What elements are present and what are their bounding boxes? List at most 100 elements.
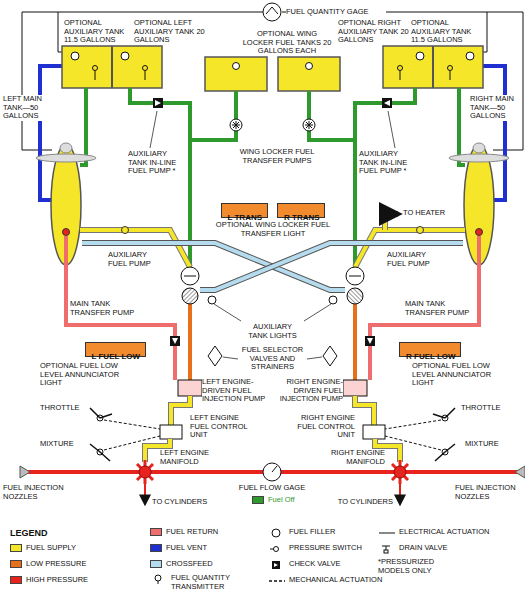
legend-swatch xyxy=(150,528,162,536)
annunciator-light: L FUEL LOW xyxy=(85,342,146,357)
legend-swatch xyxy=(10,544,22,552)
legend-text: MECHANICAL ACTUATION xyxy=(289,576,382,585)
legend-text: CHECK VALVE xyxy=(289,560,340,569)
callout-label: OPTIONAL AUXILIARY TANK 11.5 GALLONS xyxy=(64,19,134,45)
fuel-control-unit xyxy=(160,425,182,439)
legend-swatch xyxy=(10,560,22,568)
check-valve xyxy=(170,336,180,346)
aux-feed-line xyxy=(80,88,86,165)
callout-label: TO HEATER xyxy=(403,209,453,218)
legend-symbol xyxy=(378,528,396,538)
legend-text: HIGH PRESSURE xyxy=(26,576,88,585)
light-text: R FUEL LOW xyxy=(406,352,456,362)
callout-label: RIGHT MAIN TANK—50 GALLONS xyxy=(470,95,522,121)
callout-label: LEFT ENGINE-DRIVEN FUEL INJECTION PUMP xyxy=(202,378,270,404)
legend-entry: FUEL VENT xyxy=(150,544,207,553)
transfer-pump xyxy=(232,121,240,129)
mechanical-line xyxy=(269,580,285,582)
drain-symbol xyxy=(384,550,388,553)
legend-text: ELECTRICAL ACTUATION xyxy=(399,528,489,537)
callout-label: MIXTURE xyxy=(40,440,80,449)
callout-label: THROTTLE xyxy=(40,404,84,413)
legend-text: DRAIN VALVE xyxy=(399,544,448,553)
leader-line xyxy=(223,357,238,359)
quantity-transmitter xyxy=(93,66,98,71)
legend-entry: FUEL QUANTITY TRANSMITTER xyxy=(150,574,261,591)
leader-line xyxy=(150,111,157,148)
legend-text: LOW PRESSURE xyxy=(26,560,86,569)
callout-label: LEFT ENGINE MANIFOLD xyxy=(160,449,230,466)
callout-label: RIGHT ENGINE-DRIVEN FUEL INJECTION PUMP xyxy=(275,378,343,404)
legend-entry: CROSSFEED xyxy=(150,560,213,569)
legend-swatch xyxy=(252,496,264,504)
callout-label: OPTIONAL WING LOCKER FUEL TRANSFER LIGHT xyxy=(206,221,340,238)
low-pressure-line xyxy=(188,304,192,380)
callout-label: FUEL INJECTION NOZZLES xyxy=(3,484,71,501)
legend-symbol xyxy=(268,576,286,586)
callout-label: OPTIONAL FUEL LOW LEVEL ANNUNCIATOR LIGH… xyxy=(40,362,128,388)
legend-swatch xyxy=(10,576,22,584)
callout-label: MAIN TANK TRANSFER PUMP xyxy=(70,300,140,317)
engine-driven-pump xyxy=(178,380,202,396)
aux-tank xyxy=(62,46,162,88)
tank-divider xyxy=(111,46,113,88)
light-text: R TRANS xyxy=(284,213,320,223)
check-valve-symbol xyxy=(272,561,280,569)
manifold xyxy=(139,466,151,478)
heater-line xyxy=(385,214,398,230)
supply-line-outline xyxy=(80,230,190,267)
switch-symbol xyxy=(270,549,274,550)
legend-symbol xyxy=(268,544,286,554)
legend-entry: HIGH PRESSURE xyxy=(10,576,88,585)
callout-label: OPTIONAL LEFT AUXILIARY TANK 20 GALLONS xyxy=(134,19,206,45)
callout-label: FUEL QUANTITY GAGE xyxy=(286,8,386,17)
annunciator-light: R TRANS xyxy=(277,203,325,218)
fuel-quantity-gage xyxy=(263,3,281,21)
transfer-pump xyxy=(230,119,242,131)
spinner xyxy=(60,143,72,153)
selector-valve xyxy=(184,276,196,277)
callout-label: FUEL SELECTOR VALVES AND STRAINERS xyxy=(241,346,304,372)
supply-line xyxy=(80,230,190,267)
fuel-flow-gage xyxy=(263,463,281,481)
annunciator-light: R FUEL LOW xyxy=(399,342,461,357)
callout-label: FUEL FLOW GAGE xyxy=(226,484,318,493)
propeller xyxy=(36,154,96,162)
check-valve-symbol xyxy=(274,563,278,567)
fuel-filler xyxy=(121,52,129,60)
legend-text: Fuel Off xyxy=(268,496,295,505)
legend-text: FUEL VENT xyxy=(166,544,207,553)
transfer-pump xyxy=(63,229,70,236)
quantity-transmitter xyxy=(95,71,96,80)
legend-text: FUEL RETURN xyxy=(166,528,218,537)
legend-swatch xyxy=(150,560,162,568)
quantity-transmitter xyxy=(143,66,148,71)
mechanical-link xyxy=(104,420,160,429)
leader-line xyxy=(214,304,241,321)
selector-valve xyxy=(181,267,199,285)
legend-entry: MECHANICAL ACTUATION xyxy=(268,576,382,586)
legend-entry: FUEL SUPPLY xyxy=(10,544,76,553)
tank-light xyxy=(208,296,216,304)
supply-line xyxy=(171,396,190,425)
legend-symbol xyxy=(150,574,168,584)
legend-text: PRESSURE SWITCH xyxy=(289,544,362,553)
injection-nozzle xyxy=(20,466,30,478)
callout-label: RIGHT ENGINE FUEL CONTROL UNIT xyxy=(293,414,355,440)
callout-label: THROTTLE xyxy=(461,404,505,413)
transmitter-symbol xyxy=(158,581,159,584)
legend-entry: FUEL FILLER xyxy=(268,528,335,538)
light-text: L TRANS xyxy=(228,213,263,223)
legend-entry: DRAIN VALVE xyxy=(378,544,448,554)
quantity-transmitter xyxy=(145,71,146,80)
switch-symbol xyxy=(274,547,279,552)
throttle-lever xyxy=(90,408,112,418)
callout-label: AUXILIARY TANK IN-LINE FUEL PUMP * xyxy=(128,150,186,176)
legend-heading: LEGEND xyxy=(10,528,70,538)
callout-label: AUXILIARY FUEL PUMP xyxy=(108,251,158,268)
legend-text: FUEL SUPPLY xyxy=(26,544,76,553)
wing-locker-tank xyxy=(205,57,267,91)
callout-label: LEFT MAIN TANK—50 GALLONS xyxy=(3,95,51,121)
transmitter-symbol xyxy=(155,575,161,581)
mixture-lever xyxy=(90,444,110,461)
